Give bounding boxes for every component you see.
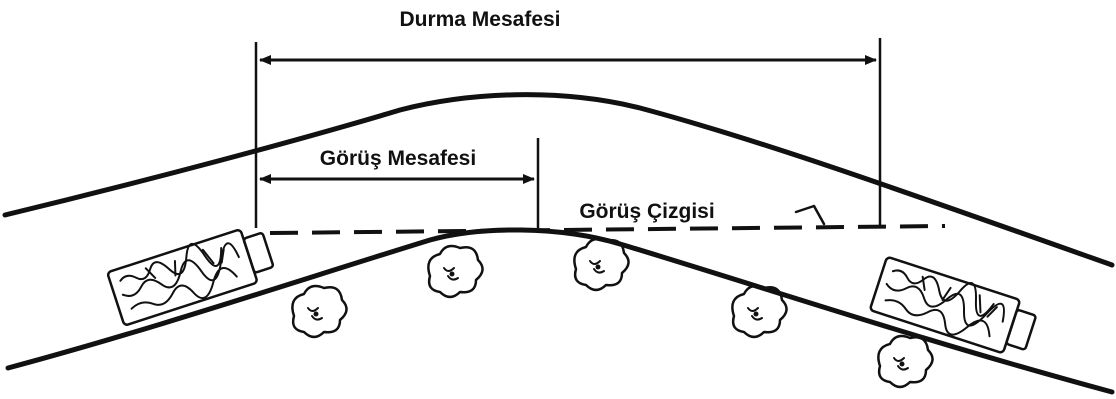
tree-icon xyxy=(573,237,630,292)
sight-line-tick xyxy=(794,204,826,226)
sight-line-label: Görüş Çizgisi xyxy=(579,200,714,223)
truck-icon xyxy=(869,256,1037,354)
road-upper-edge xyxy=(2,92,1115,268)
tree-icon xyxy=(877,334,934,389)
sight-distance-label: Görüş Mesafesi xyxy=(320,147,476,170)
tree-icon xyxy=(731,284,788,339)
truck-icon xyxy=(106,229,275,326)
tree-icon xyxy=(291,284,348,339)
stopping-distance-label: Durma Mesafesi xyxy=(399,8,560,31)
tree-icon xyxy=(427,244,484,299)
sight-line xyxy=(269,224,946,235)
